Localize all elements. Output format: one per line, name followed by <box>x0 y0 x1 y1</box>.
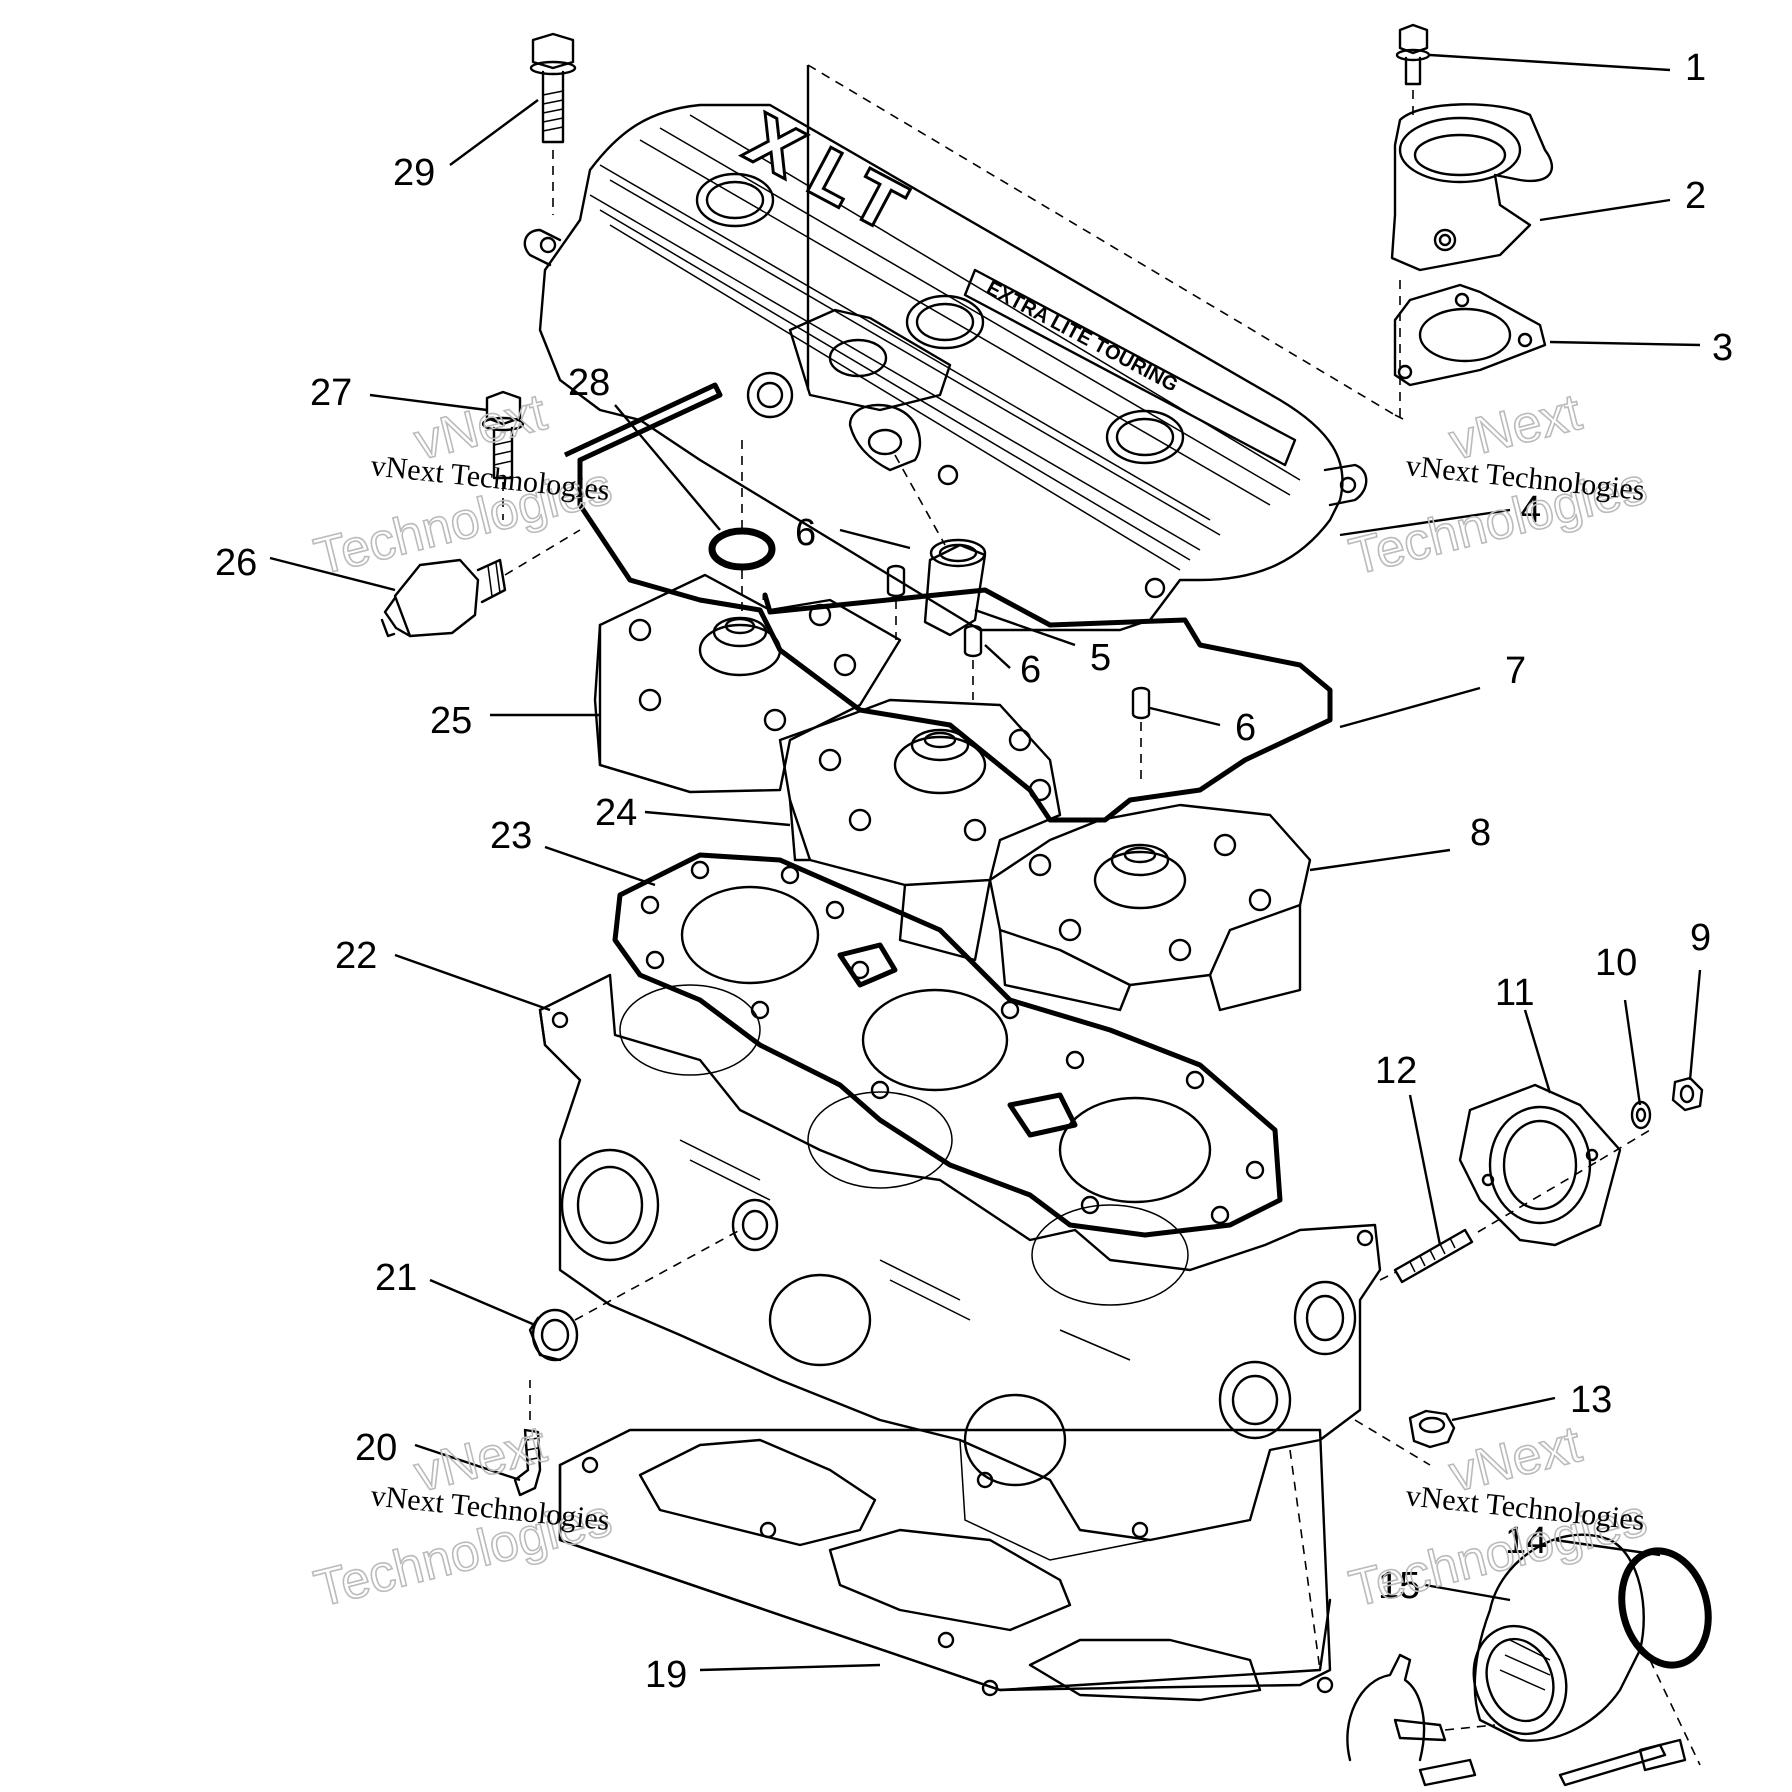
part-29-bolt <box>529 32 577 215</box>
part-23-head-gasket <box>612 852 1283 1238</box>
watermark-top-right: vNext Technologies vNext Technologies <box>1343 382 1653 587</box>
part-13-nut <box>1408 1409 1456 1449</box>
part-25-cylinder-head <box>593 573 902 794</box>
part-26-sensor <box>380 529 581 638</box>
callout-5: 5 <box>1090 637 1111 679</box>
part-15-intake-boot <box>1472 1533 1645 1742</box>
part-20-stud <box>513 1428 542 1497</box>
part-4-head-cover: EXTRA LITE TOURING XLT <box>523 99 1368 632</box>
part-2-water-outlet <box>1390 103 1554 272</box>
cover-plate-text: EXTRA LITE TOURING <box>983 277 1182 397</box>
part-28-o-ring <box>708 527 776 571</box>
callout-20: 20 <box>355 1427 397 1469</box>
callout-13: 13 <box>1570 1379 1612 1421</box>
callout-1: 1 <box>1685 47 1706 89</box>
callout-8: 8 <box>1470 812 1491 854</box>
callout-28: 28 <box>568 362 610 404</box>
callout-15: 15 <box>1378 1565 1420 1607</box>
callout-7: 7 <box>1505 650 1526 692</box>
callout-26: 26 <box>215 542 257 584</box>
part-27-bolt <box>481 390 525 520</box>
watermark-top-left: vNext Technologies vNext Technologies <box>308 382 618 587</box>
callout-19: 19 <box>645 1654 687 1696</box>
part-19-base-gasket <box>558 1428 1334 1702</box>
clamp <box>1346 1653 1496 1762</box>
callout-6c: 6 <box>1235 707 1256 749</box>
part-1-bolt <box>1395 23 1431 115</box>
part-14-o-ring <box>1618 1547 1712 1669</box>
part-7-cover-gasket <box>563 382 1333 823</box>
part-8-cylinder-head <box>988 803 1312 1012</box>
cover-logo: XLT <box>732 100 932 257</box>
callout-25: 25 <box>430 700 472 742</box>
part-12-stud <box>1393 1228 1474 1284</box>
callout-labels: 1 2 3 4 5 6 6 6 7 8 9 10 11 12 13 14 15 … <box>215 47 1733 1696</box>
callout-11: 11 <box>1495 972 1534 1014</box>
callout-22: 22 <box>335 935 377 977</box>
leader-lines <box>269 53 1702 1672</box>
part-10-washer <box>1630 1100 1652 1130</box>
callout-4: 4 <box>1520 489 1541 531</box>
part-21-plug <box>528 1308 579 1362</box>
callout-3: 3 <box>1712 327 1733 369</box>
callout-6a: 6 <box>795 512 816 554</box>
callout-2: 2 <box>1685 175 1706 217</box>
part-5-hose-fitting <box>923 538 987 637</box>
screws-bottom <box>1418 1738 1687 1787</box>
callout-24: 24 <box>595 792 637 834</box>
part-6-dowel-pins <box>886 564 1151 780</box>
callout-9: 9 <box>1690 917 1711 959</box>
callout-21: 21 <box>375 1257 417 1299</box>
callout-6b: 6 <box>1020 649 1041 691</box>
part-3-gasket <box>1393 283 1547 387</box>
callout-29: 29 <box>393 152 435 194</box>
callout-27: 27 <box>310 372 352 414</box>
callout-12: 12 <box>1375 1050 1417 1092</box>
callout-23: 23 <box>490 815 532 857</box>
part-22-cylinder-block <box>538 973 1382 1561</box>
callout-10: 10 <box>1595 942 1637 984</box>
part-11-cover <box>1458 1083 1622 1247</box>
part-9-nut <box>1671 1076 1704 1112</box>
callout-14: 14 <box>1505 1520 1547 1562</box>
